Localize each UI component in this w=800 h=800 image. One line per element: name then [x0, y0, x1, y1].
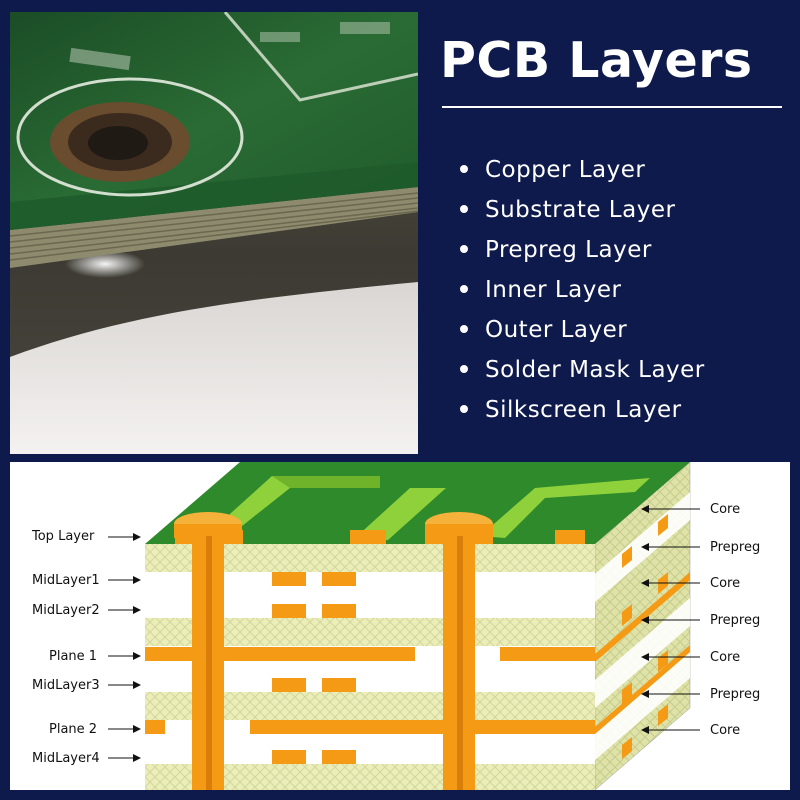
list-item: Copper Layer [460, 150, 705, 190]
page-title: PCB Layers [440, 32, 753, 89]
diagram-label-plane2: Plane 2 [49, 722, 97, 737]
right-arrows [641, 505, 700, 734]
diagram-label-plane1: Plane 1 [49, 649, 97, 664]
diagram-label-midlayer1: MidLayer1 [32, 573, 100, 588]
bullet-icon [460, 324, 468, 333]
diagram-label-midlayer4: MidLayer4 [32, 751, 100, 766]
list-item-label: Copper Layer [485, 157, 646, 183]
list-item: Inner Layer [460, 270, 705, 310]
list-item-label: Solder Mask Layer [485, 357, 705, 383]
diagram-label-prepreg-3: Prepreg [710, 687, 760, 702]
layer-stack-diagram: Top Layer MidLayer1 MidLayer2 Plane 1 Mi… [10, 462, 790, 790]
list-item-label: Inner Layer [485, 277, 622, 303]
diagram-label-core-3: Core [710, 650, 740, 665]
diagram-label-midlayer2: MidLayer2 [32, 603, 100, 618]
diagram-label-prepreg-2: Prepreg [710, 613, 760, 628]
list-item: Prepreg Layer [460, 230, 705, 270]
bullet-icon [460, 284, 468, 293]
layer-list: Copper Layer Substrate Layer Prepreg Lay… [460, 150, 705, 430]
list-item: Silkscreen Layer [460, 390, 705, 430]
pcb-photo-illustration [10, 12, 418, 454]
pcb-edge-photo [10, 12, 418, 454]
list-item-label: Substrate Layer [485, 197, 676, 223]
layer-stack-svg: Top Layer MidLayer1 MidLayer2 Plane 1 Mi… [31, 462, 760, 790]
bullet-icon [460, 404, 468, 413]
list-item-label: Prepreg Layer [485, 237, 652, 263]
title-underline [442, 106, 782, 108]
list-item: Solder Mask Layer [460, 350, 705, 390]
bullet-icon [460, 364, 468, 373]
list-item-label: Outer Layer [485, 317, 628, 343]
bullet-icon [460, 204, 468, 213]
diagram-label-top-layer: Top Layer [31, 529, 95, 544]
diagram-label-core-2: Core [710, 576, 740, 591]
list-item: Outer Layer [460, 310, 705, 350]
diagram-label-midlayer3: MidLayer3 [32, 678, 100, 693]
left-arrows [108, 533, 141, 762]
list-item: Substrate Layer [460, 190, 705, 230]
diagram-label-core-1: Core [710, 502, 740, 517]
list-item-label: Silkscreen Layer [485, 397, 682, 423]
bullet-icon [460, 244, 468, 253]
bullet-icon [460, 164, 468, 173]
diagram-label-core-4: Core [710, 723, 740, 738]
diagram-label-prepreg-1: Prepreg [710, 540, 760, 555]
